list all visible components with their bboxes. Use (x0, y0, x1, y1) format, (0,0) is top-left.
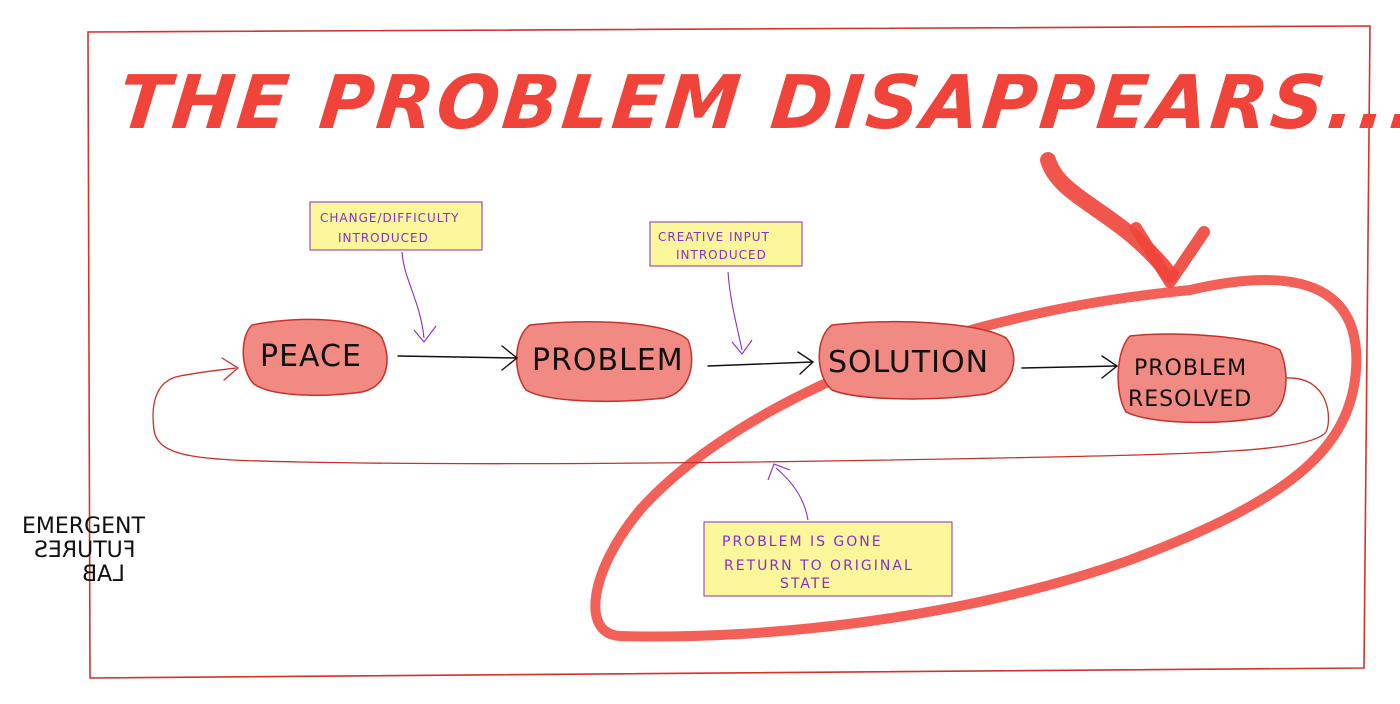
note-change-line2: INTRODUCED (338, 231, 429, 245)
note-problem-gone: PROBLEM IS GONE RETURN TO ORIGINAL STATE (703, 463, 953, 597)
arrow-solution-to-resolved (1021, 355, 1119, 379)
frame-border (87, 25, 1371, 679)
logo-line-1: EMERGENT (22, 514, 145, 539)
node-solution: SOLUTION (818, 320, 1015, 400)
note-creative-input: CREATIVE INPUT INTRODUCED (649, 221, 803, 355)
note-gone-line2: RETURN TO ORIGINAL (724, 558, 914, 574)
node-solution-label: SOLUTION (828, 345, 989, 380)
node-peace-label: PEACE (260, 339, 362, 374)
node-resolved-label-line2: RESOLVED (1128, 387, 1252, 412)
curved-arrow-down-head (1130, 222, 1210, 288)
return-loop (152, 367, 1330, 465)
node-problem-resolved: PROBLEM RESOLVED (1117, 333, 1287, 424)
note-gone-line3: STATE (780, 576, 832, 592)
note-change-difficulty: CHANGE/DIFFICULTY INTRODUCED (309, 201, 483, 343)
arrow-peace-to-problem (397, 345, 519, 371)
node-peace: PEACE (242, 318, 388, 397)
node-problem: PROBLEM (515, 321, 693, 403)
node-problem-label: PROBLEM (532, 343, 684, 378)
return-loop-arrowhead (221, 357, 240, 381)
note-creative-line1: CREATIVE INPUT (658, 230, 770, 244)
emergent-futures-lab-logo: EMERGENT FUTURES LAB (22, 514, 145, 588)
note-gone-line1: PROBLEM IS GONE (722, 534, 883, 550)
node-resolved-label-line1: PROBLEM (1134, 356, 1247, 381)
note-change-line1: CHANGE/DIFFICULTY (320, 211, 460, 225)
title: THE PROBLEM DISAPPEARS... (115, 60, 1400, 146)
note-creative-line2: INTRODUCED (676, 248, 767, 262)
arrow-problem-to-solution (707, 351, 815, 375)
logo-line-3: LAB (82, 562, 125, 587)
logo-line-2: FUTURES (34, 538, 136, 563)
